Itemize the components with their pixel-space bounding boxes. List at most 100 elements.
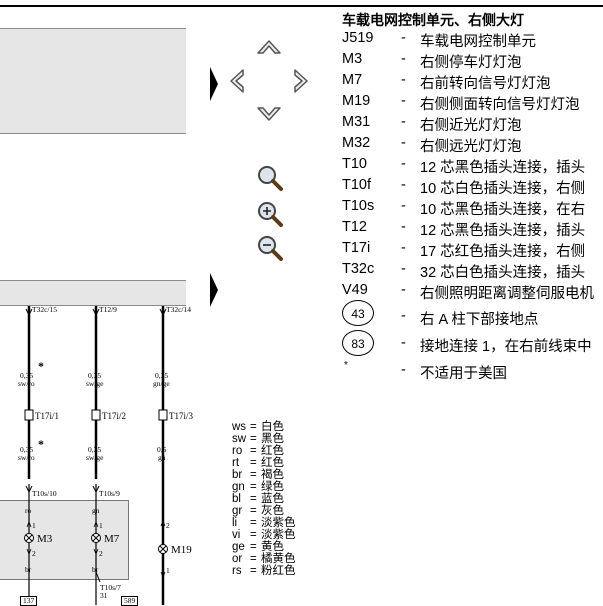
color-name: 橘黄色 <box>261 553 296 565</box>
legend-code: T10f <box>342 177 372 193</box>
legend-desc: 右前转向信号灯灯泡 <box>420 76 551 92</box>
wire1-wire-color: ro <box>25 506 32 515</box>
legend-dash: - <box>401 51 406 67</box>
color-name: 黄色 <box>261 541 284 553</box>
wire1-lamp: M3 <box>37 533 53 545</box>
wire1-color2: sw/ro <box>18 453 35 462</box>
legend-code: T10 <box>342 156 367 172</box>
legend-desc: 右侧侧面转向信号灯灯泡 <box>420 97 580 113</box>
color-abbr: bl <box>232 493 241 505</box>
preview-panel-bottom[interactable] <box>0 280 186 306</box>
legend-desc: 右侧近光灯灯泡 <box>420 118 522 134</box>
color-code-row: bl = 蓝色 <box>232 493 284 505</box>
color-code-row: gn=绿色 <box>232 481 284 493</box>
color-code-row: gr=灰色 <box>232 505 284 517</box>
wire2-lamp: M7 <box>104 533 120 545</box>
color-name: 褐色 <box>261 469 284 481</box>
zoom-fit-icon[interactable] <box>256 164 284 192</box>
wire1-size: 0,35 <box>20 371 34 380</box>
wire1-pin2: 2 <box>32 549 36 558</box>
wire2-pin1: 1 <box>99 521 103 530</box>
wire2-wire-color: gn <box>92 506 100 515</box>
wire1-pin1: 1 <box>32 521 36 530</box>
color-abbr: ws <box>232 421 247 433</box>
color-code-row: or=橘黄色 <box>232 553 296 565</box>
chevron-right-icon[interactable] <box>290 68 312 94</box>
ground-point-circle: 83 <box>342 330 374 356</box>
color-name: 淡紫色 <box>261 517 296 529</box>
legend-desc: 12 芯黑色插头连接，插头 <box>420 160 586 176</box>
legend-desc: 右侧远光灯灯泡 <box>420 139 522 155</box>
color-abbr: gn <box>232 481 245 493</box>
color-name: 黑色 <box>261 433 284 445</box>
color-abbr: rt <box>232 457 240 469</box>
wire2-color2: sw/ge <box>86 453 104 462</box>
wire3-lamp: M19 <box>171 544 192 556</box>
color-eq: = <box>250 493 257 505</box>
wire2-color: sw/ge <box>86 379 104 388</box>
zoom-in-icon[interactable] <box>256 200 284 228</box>
color-eq: = <box>250 505 257 517</box>
legend-code: T12 <box>342 219 367 235</box>
wire2-lower-color: br <box>92 565 99 574</box>
color-abbr: br <box>232 469 243 481</box>
wire2-pin2: 2 <box>99 549 103 558</box>
legend-dash: - <box>401 177 406 193</box>
wire3-conn: T17i/3 <box>169 411 193 421</box>
legend-code: M3 <box>342 51 363 67</box>
wire1-color: sw/ro <box>18 379 35 388</box>
color-eq: = <box>250 445 257 457</box>
color-abbr: ge <box>232 541 245 553</box>
current-view-pointer-bottom <box>210 273 218 307</box>
legend-dash: - <box>401 362 406 378</box>
legend-desc: 接地连接 1，在右前线束中 <box>420 339 592 355</box>
wire1-size2: 0,35 <box>20 445 34 454</box>
wire2-pin-t7: T10s/7 <box>100 583 121 592</box>
legend-desc: 12 芯黑色插头连接，插头 <box>420 223 586 239</box>
legend-desc: 32 芯白色插头连接，插头 <box>420 265 586 281</box>
color-code-row: br=褐色 <box>232 469 284 481</box>
legend-code: T10s <box>342 198 375 214</box>
color-code-row: vi=淡紫色 <box>232 529 296 541</box>
color-eq: = <box>250 421 257 433</box>
legend-desc: 车载电网控制单元 <box>420 34 536 50</box>
color-name: 绿色 <box>261 481 284 493</box>
wire1-star2: * <box>38 437 44 451</box>
legend-dash: - <box>401 156 406 172</box>
legend-dash: - <box>401 240 406 256</box>
color-abbr: vi <box>232 529 241 541</box>
top-rule <box>0 5 603 7</box>
legend-desc: 右侧停车灯灯泡 <box>420 55 522 71</box>
color-code-row: ro=红色 <box>232 445 284 457</box>
legend-code: T17i <box>342 240 371 256</box>
color-code-row: rs=粉红色 <box>232 565 296 577</box>
wire-lines <box>24 306 168 605</box>
wire2-pin-bottom: T10s/9 <box>99 489 120 498</box>
preview-panel-top[interactable] <box>0 28 186 134</box>
color-code-row: li=淡紫色 <box>232 517 296 529</box>
legend-code: V49 <box>342 282 368 298</box>
color-eq: = <box>250 565 257 577</box>
color-abbr: ro <box>232 445 243 457</box>
wire2-size2: 0,35 <box>88 445 102 454</box>
wire3-color: gn/ge <box>153 379 170 388</box>
wire2-pin-label: T12/9 <box>99 305 117 314</box>
chevron-left-icon[interactable] <box>226 68 248 94</box>
chevron-up-icon[interactable] <box>256 36 282 58</box>
color-name: 蓝色 <box>261 493 284 505</box>
wire3-pin1: 2 <box>166 521 170 530</box>
color-abbr: rs <box>232 565 242 577</box>
current-view-pointer-top <box>210 67 218 101</box>
chevron-down-icon[interactable] <box>256 103 282 125</box>
color-eq: = <box>250 457 257 469</box>
legend-code: M7 <box>342 72 363 88</box>
color-eq: = <box>250 541 257 553</box>
legend-code: M19 <box>342 93 371 109</box>
wire1-conn: T17i/1 <box>35 411 59 421</box>
zoom-out-icon[interactable] <box>256 234 284 262</box>
color-name: 灰色 <box>261 505 284 517</box>
color-code-row: ge = 黄色 <box>232 541 284 553</box>
wire3-color2: gn <box>158 453 166 462</box>
legend-dash: - <box>401 308 406 324</box>
legend-dash: - <box>401 135 406 151</box>
